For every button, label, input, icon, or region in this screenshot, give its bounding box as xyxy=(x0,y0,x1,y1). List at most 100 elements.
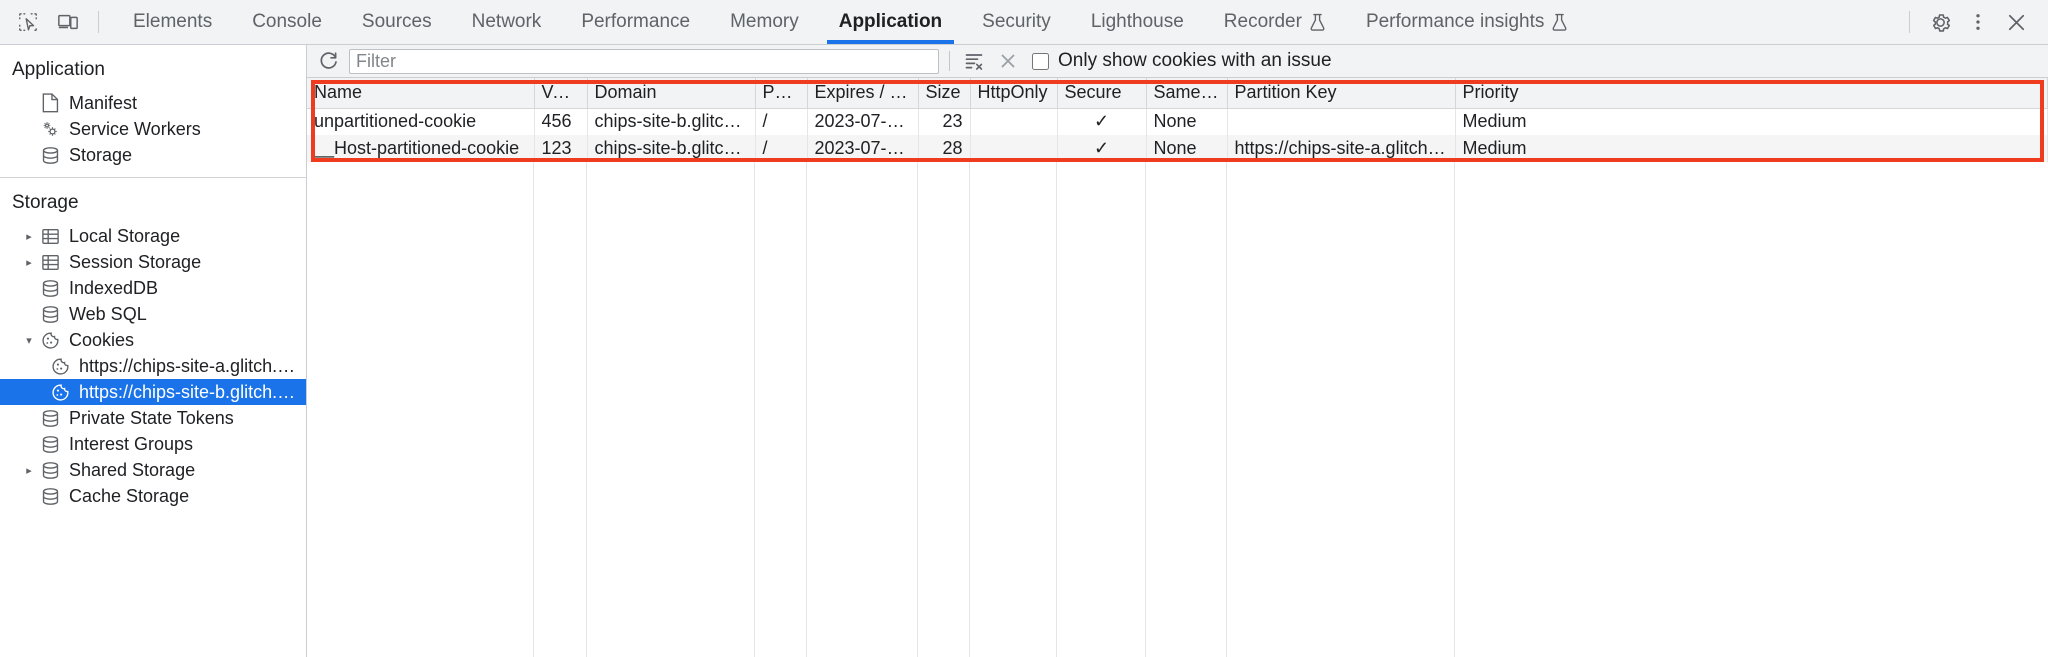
table-icon xyxy=(38,226,62,246)
cell-samesite[interactable]: None xyxy=(1146,108,1228,135)
column-header-size[interactable]: Size xyxy=(918,78,971,109)
table-row[interactable]: __Host-partitioned-cookie 123 chips-site… xyxy=(307,135,2048,162)
search-input[interactable] xyxy=(349,48,939,74)
inspect-element-icon[interactable] xyxy=(10,6,46,38)
panel-tabs: Elements Console Sources Network Perform… xyxy=(113,0,1905,44)
tab-label: Security xyxy=(982,11,1051,32)
sidebar-item-local-storage[interactable]: ▸ Local Storage xyxy=(0,223,306,249)
cell-partition-key[interactable]: https://chips-site-a.glitch.me xyxy=(1227,135,1456,162)
cell-expires[interactable]: 2023-07-07… xyxy=(807,135,919,162)
cell-priority[interactable]: Medium xyxy=(1455,135,2048,162)
sidebar-item-shared-storage[interactable]: ▸ Shared Storage xyxy=(0,457,306,483)
tab-performance-insights[interactable]: Performance insights xyxy=(1346,0,1588,44)
sidebar-item-label: IndexedDB xyxy=(69,277,159,298)
column-header-partition-key[interactable]: Partition Key xyxy=(1227,78,1456,109)
sidebar-divider xyxy=(0,177,306,178)
sidebar-item-manifest[interactable]: Manifest xyxy=(0,90,306,116)
sidebar-item-cache-storage[interactable]: Cache Storage xyxy=(0,483,306,509)
device-toolbar-icon[interactable] xyxy=(50,6,86,38)
tab-label: Memory xyxy=(730,11,799,32)
cell-name[interactable]: __Host-partitioned-cookie xyxy=(307,135,535,162)
column-header-domain[interactable]: Domain xyxy=(587,78,756,109)
cell-domain[interactable]: chips-site-b.glitch.me xyxy=(587,108,756,135)
table-row[interactable]: unpartitioned-cookie 456 chips-site-b.gl… xyxy=(307,108,2048,135)
tab-label: Recorder xyxy=(1223,11,1302,32)
table-header-row: Name Value Domain Path Expires / M… Size… xyxy=(307,78,2048,109)
cell-partition-key[interactable] xyxy=(1227,108,1456,135)
column-header-name[interactable]: Name xyxy=(307,78,535,109)
tab-memory[interactable]: Memory xyxy=(710,0,819,44)
tab-network[interactable]: Network xyxy=(452,0,562,44)
tab-sources[interactable]: Sources xyxy=(342,0,452,44)
sidebar-item-label: Private State Tokens xyxy=(69,407,234,428)
column-header-priority[interactable]: Priority xyxy=(1455,78,2048,109)
tab-performance[interactable]: Performance xyxy=(561,0,710,44)
cookies-panel: Only show cookies with an issue xyxy=(307,45,2048,657)
sidebar-item-label: https://chips-site-a.glitch.me xyxy=(79,355,300,376)
sidebar-item-cookies-chips-site-a[interactable]: https://chips-site-a.glitch.me xyxy=(0,353,306,379)
column-header-path[interactable]: Path xyxy=(755,78,808,109)
chevron-right-icon[interactable]: ▸ xyxy=(26,230,32,243)
only-show-issues-label-text: Only show cookies with an issue xyxy=(1058,50,1332,71)
tab-lighthouse[interactable]: Lighthouse xyxy=(1071,0,1204,44)
only-show-issues-checkbox[interactable] xyxy=(1032,52,1049,70)
clear-all-cookies-icon[interactable] xyxy=(994,48,1022,74)
column-header-expires[interactable]: Expires / M… xyxy=(807,78,919,109)
cell-secure[interactable]: ✓ xyxy=(1057,135,1147,162)
sidebar-item-label: Web SQL xyxy=(69,303,147,324)
column-header-samesite[interactable]: SameSite xyxy=(1146,78,1228,109)
cell-httponly[interactable] xyxy=(970,135,1058,162)
sidebar-item-label: Manifest xyxy=(69,92,138,113)
database-icon xyxy=(38,434,62,454)
cell-size[interactable]: 23 xyxy=(918,108,971,135)
tab-application[interactable]: Application xyxy=(819,0,962,44)
sidebar-item-session-storage[interactable]: ▸ Session Storage xyxy=(0,249,306,275)
sidebar-item-interest-groups[interactable]: Interest Groups xyxy=(0,431,306,457)
clear-filter-icon[interactable] xyxy=(960,48,988,74)
toolbar-right-icons xyxy=(1905,0,2048,44)
tab-elements[interactable]: Elements xyxy=(113,0,232,44)
sidebar-item-indexeddb[interactable]: IndexedDB xyxy=(0,275,306,301)
sidebar-item-service-workers[interactable]: Service Workers xyxy=(0,116,306,142)
tab-label: Elements xyxy=(133,11,213,32)
sidebar-item-cookies[interactable]: ▾ Cookies xyxy=(0,327,306,353)
chevron-down-icon[interactable]: ▾ xyxy=(26,334,32,347)
chevron-right-icon[interactable]: ▸ xyxy=(26,464,32,477)
cell-name[interactable]: unpartitioned-cookie xyxy=(307,108,535,135)
cell-path[interactable]: / xyxy=(755,108,808,135)
close-icon[interactable] xyxy=(1998,6,2034,38)
sidebar-item-label: Service Workers xyxy=(69,118,201,139)
kebab-menu-icon[interactable] xyxy=(1960,6,1996,38)
sidebar-item-cookies-chips-site-b[interactable]: https://chips-site-b.glitch.me xyxy=(0,379,306,405)
column-header-value[interactable]: Value xyxy=(534,78,588,109)
column-header-httponly[interactable]: HttpOnly xyxy=(970,78,1058,109)
cell-size[interactable]: 28 xyxy=(918,135,971,162)
only-show-issues-checkbox-label[interactable]: Only show cookies with an issue xyxy=(1032,50,1332,72)
gear-icon[interactable] xyxy=(1922,6,1958,38)
cell-secure[interactable]: ✓ xyxy=(1057,108,1147,135)
toolbar-divider-right xyxy=(1909,11,1910,33)
tab-label: Console xyxy=(252,11,322,32)
cell-priority[interactable]: Medium xyxy=(1455,108,2048,135)
cell-domain[interactable]: chips-site-b.glitch.me xyxy=(587,135,756,162)
cell-path[interactable]: / xyxy=(755,135,808,162)
tab-security[interactable]: Security xyxy=(962,0,1071,44)
column-header-secure[interactable]: Secure xyxy=(1057,78,1147,109)
tab-recorder[interactable]: Recorder xyxy=(1204,0,1346,44)
cell-value[interactable]: 456 xyxy=(534,108,588,135)
sidebar-section-application: Application Manifest xyxy=(0,45,306,168)
sidebar-item-web-sql[interactable]: Web SQL xyxy=(0,301,306,327)
tab-label: Lighthouse xyxy=(1090,11,1184,32)
tab-console[interactable]: Console xyxy=(232,0,342,44)
cell-samesite[interactable]: None xyxy=(1146,135,1228,162)
sidebar-item-storage[interactable]: Storage xyxy=(0,142,306,168)
sidebar-item-private-state-tokens[interactable]: Private State Tokens xyxy=(0,405,306,431)
cookie-icon xyxy=(48,382,72,402)
cell-httponly[interactable] xyxy=(970,108,1058,135)
devtools-main: Application Manifest xyxy=(0,45,2048,657)
chevron-right-icon[interactable]: ▸ xyxy=(26,256,32,269)
cell-value[interactable]: 123 xyxy=(534,135,588,162)
refresh-icon[interactable] xyxy=(315,48,343,74)
cell-expires[interactable]: 2023-07-07… xyxy=(807,108,919,135)
database-icon xyxy=(38,304,62,324)
